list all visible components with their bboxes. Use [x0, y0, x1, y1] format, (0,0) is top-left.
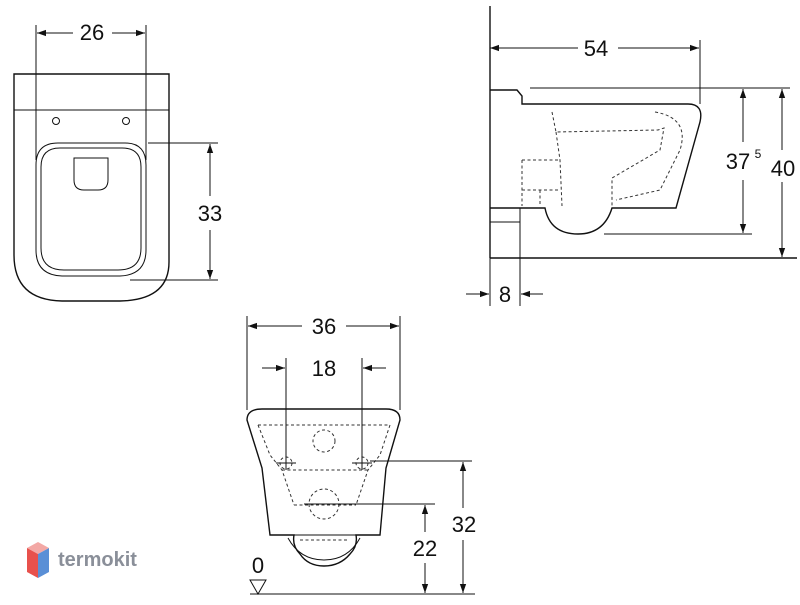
side-offset-label: 8 [499, 282, 511, 307]
front-bolt-label: 18 [312, 356, 336, 381]
front-view-outline [246, 408, 401, 567]
side-height-total-label: 40 [771, 156, 795, 181]
top-view-seat-inner [40, 147, 142, 271]
front-width-label: 36 [312, 314, 336, 339]
logo-text: termokit [58, 549, 137, 571]
termokit-logo: termokit [27, 542, 137, 578]
logo-hexagon-icon [27, 542, 49, 578]
side-height-main-label: 37 [726, 149, 750, 174]
front-view-hidden-chamber [282, 469, 368, 541]
top-width-label: 26 [80, 20, 104, 45]
top-view-seat-outer [35, 142, 147, 277]
side-view: 54 37 5 40 8 [466, 6, 797, 307]
side-view-hidden-outlet [521, 159, 560, 206]
front-bolt-height-label: 32 [452, 512, 476, 537]
side-view-hidden-bowl [551, 111, 665, 206]
front-view: 36 18 0 22 32 [246, 314, 476, 596]
top-view-bowl-opening [73, 157, 109, 191]
front-floor-triangle [249, 579, 267, 596]
side-height-main-superscript: 5 [755, 147, 762, 161]
top-view-outline [13, 73, 170, 302]
top-view-seat-hole-right [122, 117, 130, 125]
front-view-hidden-inlet [312, 429, 336, 453]
front-drain-label: 22 [413, 536, 437, 561]
side-view-outline [490, 89, 702, 235]
front-floor-label: 0 [252, 553, 264, 578]
top-view: 26 33 [13, 20, 222, 302]
side-view-hidden-trap [555, 131, 563, 207]
front-view-pan-underside [287, 537, 361, 561]
side-view-hidden-rim [615, 111, 683, 201]
side-length-label: 54 [584, 36, 608, 61]
top-depth-label: 33 [198, 201, 222, 226]
front-view-hidden-rim [257, 424, 391, 506]
top-view-seat-hole-left [52, 117, 60, 125]
